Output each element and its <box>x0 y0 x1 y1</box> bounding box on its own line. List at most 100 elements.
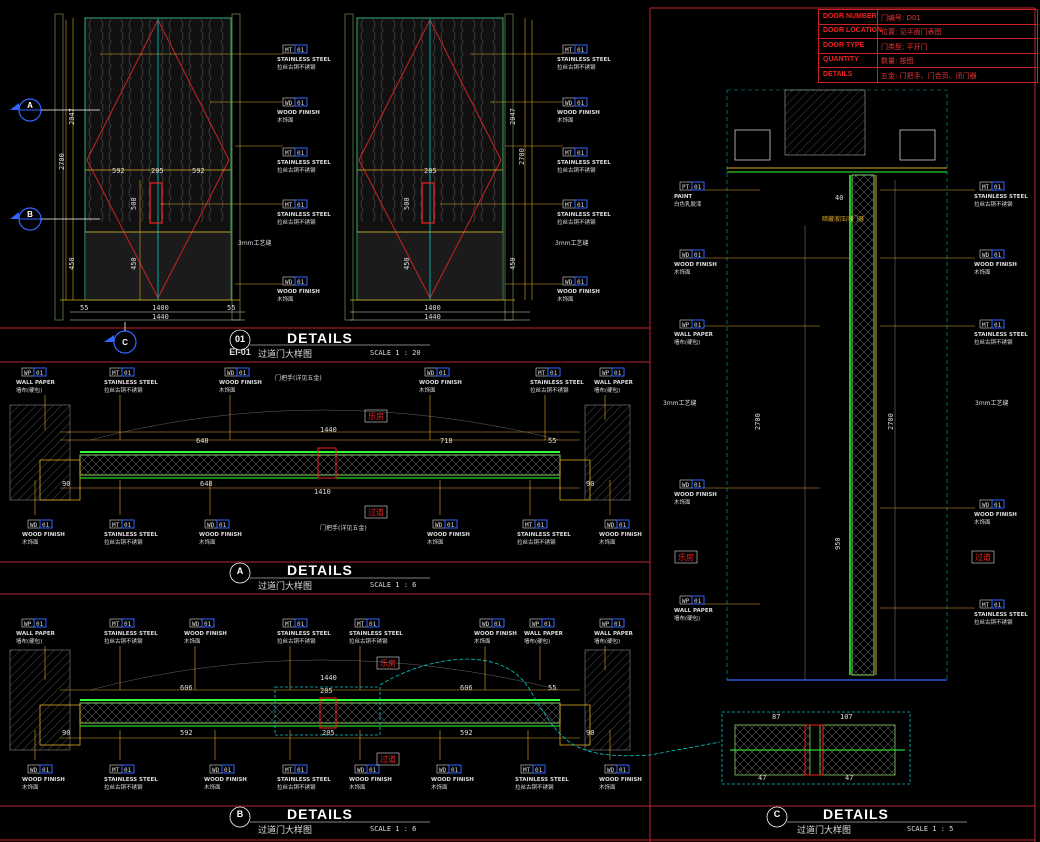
callout-code: WD <box>439 767 447 774</box>
callout-code: WP <box>532 621 540 628</box>
callout-code: WD <box>227 370 235 377</box>
title-block-value: 五金: 门把手、门合页、闭门器 <box>881 71 977 80</box>
callout-num: 01 <box>994 252 1002 259</box>
note-box <box>674 550 698 564</box>
callout-code: MT <box>538 370 546 377</box>
callout-cn: 拉丝古铜不锈钢 <box>277 783 316 791</box>
callout-cn: 拉丝古铜不锈钢 <box>974 618 1013 626</box>
callout-cn: 木饰面 <box>974 268 991 276</box>
dim-upper: 2047 <box>68 108 76 125</box>
callout-num: 01 <box>219 522 227 529</box>
callout-num: 01 <box>535 767 543 774</box>
dim-handle: 500 <box>403 197 411 210</box>
callout-en: WALL PAPER <box>674 332 714 338</box>
callout-en: PAINT <box>674 194 692 200</box>
dim-sec_a_mid: 1410 <box>314 488 331 496</box>
title-block-value: 位置: 见平面门表图 <box>881 28 942 37</box>
callout-cn: 木饰面 <box>419 386 436 394</box>
callout-num: 01 <box>694 184 702 191</box>
dim-center: 205 <box>320 687 333 695</box>
dim-sec_a_end: 90 <box>586 480 594 488</box>
dim-sec_b_low: 592 <box>180 729 193 737</box>
callout-cn: 木饰面 <box>199 538 216 546</box>
callout-en: WOOD FINISH <box>22 532 65 538</box>
callout-code: WD <box>192 621 200 628</box>
callout-code: MT <box>285 767 293 774</box>
callout-code: WD <box>682 252 690 259</box>
panel-a-title: DETAILS <box>287 562 353 578</box>
callout-cn: 木饰面 <box>557 116 574 124</box>
callout-code: WD <box>982 252 990 259</box>
callout-cn: 墙布(硬包) <box>674 614 700 622</box>
note-box <box>364 409 388 423</box>
section-marker-c: C <box>104 322 137 354</box>
callout-cn: 拉丝古铜不锈钢 <box>517 538 556 546</box>
panel-c-title: DETAILS <box>823 806 889 822</box>
callout-num: 01 <box>451 767 459 774</box>
callout-en: WOOD FINISH <box>184 631 227 637</box>
callout-en: WOOD FINISH <box>22 777 65 783</box>
callout-code: MT <box>565 47 573 54</box>
callout-num: 01 <box>550 370 558 377</box>
callout-en: STAINLESS STEEL <box>557 57 611 63</box>
callout-code: WD <box>565 279 573 286</box>
section-marker-letter: C <box>122 338 128 347</box>
callout-en: STAINLESS STEEL <box>277 631 331 637</box>
panel-title-circle <box>229 329 430 351</box>
callout-en: WALL PAPER <box>16 380 56 386</box>
callout-cn: 木饰面 <box>184 637 201 645</box>
panel-01-marker: 01 <box>234 334 245 344</box>
dim-det_c_3: 47 <box>845 774 853 782</box>
panel-title-circle <box>229 562 430 584</box>
callout-cn: 木饰面 <box>599 538 616 546</box>
callout-code: MT <box>285 202 293 209</box>
callout-cn: 木饰面 <box>277 116 294 124</box>
callout-en: WALL PAPER <box>594 631 634 637</box>
callout-code: WD <box>285 100 293 107</box>
callout-en: WOOD FINISH <box>674 492 717 498</box>
title-block-key: DETAILS <box>823 70 853 78</box>
callout-code: MT <box>525 522 533 529</box>
callout-cn: 木饰面 <box>974 518 991 526</box>
callout-code: MT <box>285 150 293 157</box>
callout-code: WD <box>207 522 215 529</box>
dim-handle: 500 <box>130 197 138 210</box>
note-room_b: 过道 <box>975 552 991 562</box>
callout-cn: 木饰面 <box>204 783 221 791</box>
callout-en: WOOD FINISH <box>431 777 474 783</box>
dim-sec_b_low: 592 <box>460 729 473 737</box>
callout-en: STAINLESS STEEL <box>277 57 331 63</box>
callout-code: WD <box>212 767 220 774</box>
callout-en: STAINLESS STEEL <box>515 777 569 783</box>
callout-num: 01 <box>614 621 622 628</box>
callout-num: 01 <box>297 100 305 107</box>
callout-cn: 拉丝古铜不锈钢 <box>557 166 596 174</box>
callout-num: 01 <box>694 482 702 489</box>
callout-cn: 木饰面 <box>22 783 39 791</box>
callout-cn: 木饰面 <box>349 783 366 791</box>
dim-lower: 450 <box>130 257 138 270</box>
callout-cn: 拉丝古铜不锈钢 <box>104 637 143 645</box>
panel-a-subtitle: 过道门大样图 <box>258 582 313 592</box>
callout-num: 01 <box>577 100 585 107</box>
dim-door_height: 2700 <box>58 153 66 170</box>
section-a-plan <box>9 404 631 501</box>
sheet-frame <box>0 7 1036 842</box>
callout-en: STAINLESS STEEL <box>104 631 158 637</box>
